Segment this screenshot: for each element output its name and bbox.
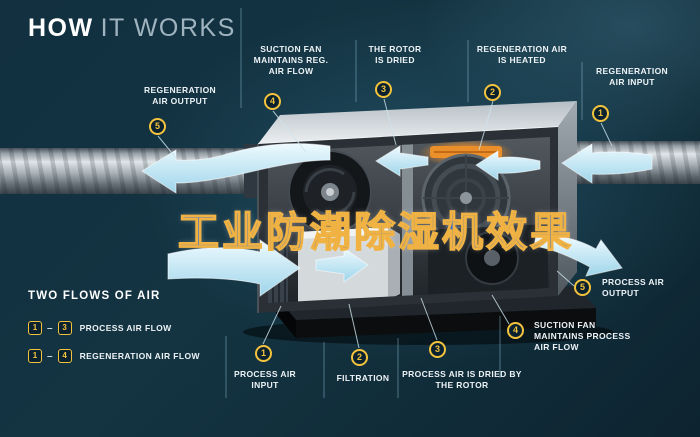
callout-badge-regeneration-1: 1 [592,105,609,122]
callout-badge-regeneration-4: 4 [264,93,281,110]
callout-label-suction-fan-reg: SUCTION FAN MAINTAINS REG. AIR FLOW [253,44,329,77]
watermark-text: 工业防潮除湿机效果 [177,208,574,256]
separator-lines [225,8,583,398]
rotor-to-fan-arrow [375,145,429,177]
leader-lines [157,98,613,349]
legend-item-process-flow: 1 – 3 PROCESS AIR FLOW [28,321,172,335]
callout-badge-process-5: 5 [574,279,591,296]
callout-badge-process-1: 1 [255,345,272,362]
legend-badge-process-from: 1 [28,321,42,335]
legend-heading: TWO FLOWS OF AIR [28,290,161,302]
callout-badge-regeneration-2: 2 [484,84,501,101]
legend-badge-process-to: 3 [57,321,72,335]
legend-badge-regeneration-to: 4 [57,349,72,363]
callout-label-process-air-input: PROCESS AIR INPUT [233,369,297,391]
callout-label-regeneration-air-heated: REGENERATION AIR IS HEATED [476,44,568,66]
callout-badge-process-2: 2 [351,349,368,366]
title-primary: HOW [28,14,94,42]
callout-label-rotor-is-dried: THE ROTOR IS DRIED [368,44,422,66]
callout-badge-process-4: 4 [507,322,524,339]
legend-label-process-flow: PROCESS AIR FLOW [79,323,172,333]
rotor-cassette-divider [402,138,413,301]
legend-label-regeneration-flow: REGENERATION AIR FLOW [79,351,200,361]
regeneration-output-arrow [141,143,331,194]
filtration-flow-arrow [315,247,369,283]
regeneration-input-arrow [561,143,653,184]
process-fan-section [428,224,548,296]
callout-label-regeneration-air-input: REGENERATION AIR INPUT [595,66,669,88]
process-output-arrow [533,235,623,277]
legend-item-regeneration-flow: 1 – 4 REGENERATION AIR FLOW [28,349,200,363]
legend-range-dash: – [47,350,53,362]
callout-label-process-air-output: PROCESS AIR OUTPUT [602,277,665,299]
callout-badge-regeneration-5: 5 [149,118,166,135]
callout-label-filtration: FILTRATION [336,373,390,383]
callout-label-suction-fan-process: SUCTION FAN MAINTAINS PROCESS AIR FLOW [534,320,631,353]
callout-badge-process-3: 3 [429,341,446,358]
process-input-arrow [167,239,301,297]
dehumidifier-unit [243,101,613,345]
regeneration-fan [288,150,372,234]
air-flow-arrows [141,143,653,297]
legend-badge-regeneration-from: 1 [28,349,42,363]
callout-badge-regeneration-3: 3 [375,81,392,98]
heater-flow-arrow [475,150,541,181]
callout-label-regeneration-air-output: REGENERATION AIR OUTPUT [143,85,217,107]
legend-range-dash: – [47,322,53,334]
callout-label-process-air-dried: PROCESS AIR IS DRIED BY THE ROTOR [402,369,522,391]
title-secondary: IT WORKS [100,14,236,42]
cabinet-top-panel [258,101,577,144]
